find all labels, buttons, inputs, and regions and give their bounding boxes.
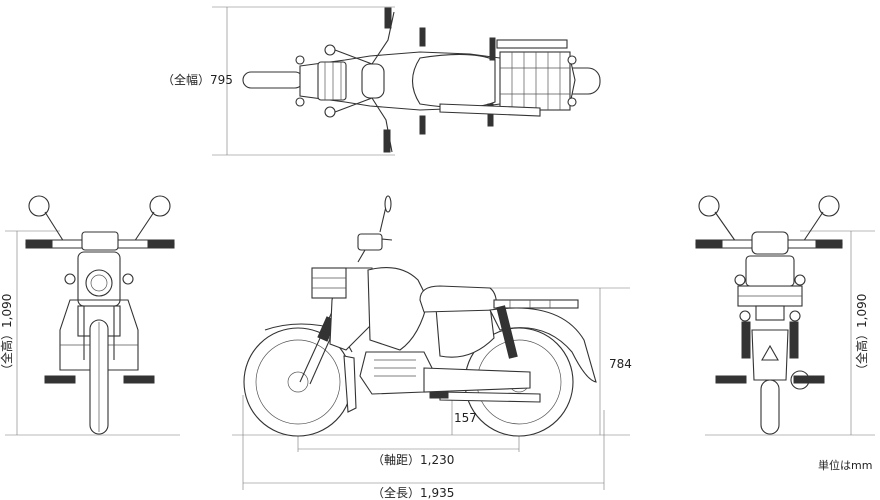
ground-clearance-label: 157: [454, 411, 477, 425]
side-view-drawing: [243, 195, 597, 437]
rear-view-drawing: [695, 195, 843, 435]
overall-height-label-front: （全高）1,090: [0, 293, 14, 376]
overall-width-label: （全幅）795: [162, 73, 233, 87]
top-view-drawing: [242, 7, 601, 153]
seat-height-label: 784: [609, 357, 632, 371]
overall-height-label-rear: （全高）1,090: [855, 293, 869, 376]
wheelbase-label: （軸距）1,230: [372, 453, 455, 467]
unit-note: 単位はmm: [818, 459, 873, 472]
overall-length-label: （全長）1,935: [372, 486, 455, 500]
front-view-drawing: [25, 195, 175, 435]
